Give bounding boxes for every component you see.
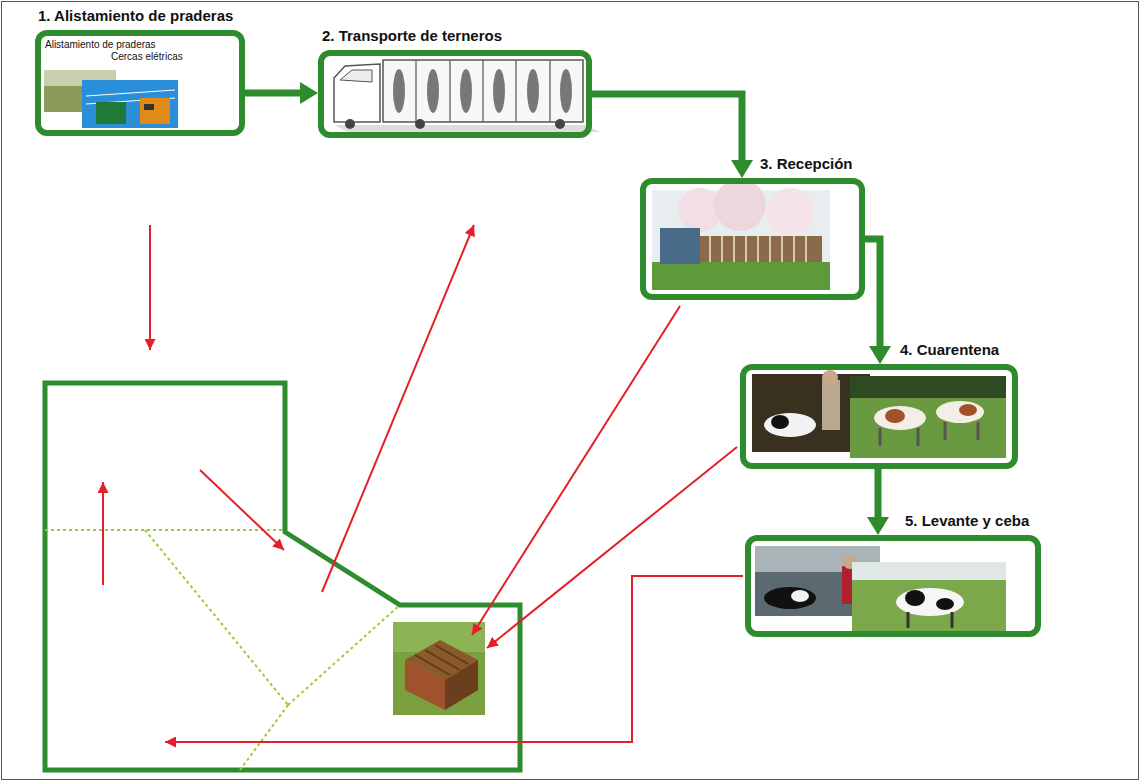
fattening-photos-part	[896, 588, 964, 616]
quarantine-photos-part	[959, 404, 977, 416]
arrow-head	[867, 517, 889, 535]
reception-photo-part	[714, 179, 766, 231]
flow-arrow	[245, 82, 318, 104]
quarantine-photos-part	[874, 406, 926, 430]
arrow-head	[869, 346, 891, 364]
farm-plan-part	[45, 383, 520, 770]
step-title: 2. Transporte de terneros	[322, 27, 502, 45]
red-arrows-part	[102, 482, 104, 585]
arrow-line	[875, 469, 882, 518]
fattening-photos-part	[936, 598, 954, 610]
cattle-truck-sketch-part-part	[527, 69, 539, 113]
flow-arrow	[592, 94, 753, 178]
process-box: 4. Cuarentena	[740, 364, 1018, 469]
flow-arrow	[865, 239, 891, 364]
electric-fence-picture	[82, 80, 178, 128]
box-text: Cercas elétricas	[41, 51, 239, 63]
quarantine-photos-part	[822, 380, 840, 430]
quarantine-photos	[752, 370, 1006, 458]
process-box: 1. Alistamiento de praderasAlistamiento …	[35, 30, 245, 136]
process-box: 2. Transporte de terneros	[318, 50, 592, 138]
cattle-truck-sketch-part	[383, 60, 583, 122]
cattle-truck-sketch-part	[415, 119, 425, 129]
electric-fence-picture-part	[144, 104, 154, 110]
cattle-truck-sketch-part	[340, 70, 372, 82]
reception-photo-part	[710, 236, 806, 262]
fattening-photos-part	[908, 612, 952, 628]
quarantine-photos-part	[936, 401, 984, 423]
quarantine-photos-part	[822, 370, 838, 386]
step-title: 5. Levante y ceba	[905, 512, 1029, 530]
cattle-truck-sketch-part	[393, 69, 572, 113]
quarantine-photos-part	[764, 413, 816, 437]
fattening-photos-part	[791, 590, 809, 602]
reception-photo-part	[660, 228, 700, 264]
barn-picture-part	[393, 622, 485, 715]
cattle-truck-sketch	[334, 60, 600, 132]
arrow-head	[300, 82, 318, 104]
farm-plan-part	[45, 530, 400, 770]
cattle-truck-sketch-part-part	[393, 69, 405, 113]
cattle-truck-sketch-part	[416, 60, 550, 122]
red-arrows-part	[200, 470, 284, 550]
red-arrows-part	[487, 447, 737, 648]
farm-plan	[45, 383, 520, 770]
fattening-photos-part	[905, 590, 925, 606]
step-title: 4. Cuarentena	[900, 341, 999, 359]
cattle-truck-sketch-part-part	[560, 69, 572, 113]
cattle-truck-sketch-part	[555, 119, 565, 129]
quarantine-photos-part	[771, 415, 789, 429]
fattening-photos-part	[852, 562, 1006, 580]
box-text: Alistamiento de praderas	[41, 36, 239, 51]
reception-photo-part	[700, 236, 822, 262]
arrow-line	[245, 90, 301, 97]
flow-arrow	[867, 469, 889, 535]
cattle-truck-sketch-part	[345, 119, 355, 129]
step-title: 3. Recepción	[760, 155, 853, 173]
fattening-photos-part	[764, 587, 816, 609]
step-title: 1. Alistamiento de praderas	[38, 7, 233, 25]
arrow-line	[592, 94, 742, 161]
quarantine-photos-part	[885, 409, 905, 423]
barn-picture-part	[405, 660, 445, 710]
quarantine-photos-part	[850, 376, 1006, 458]
reception-photo-part	[652, 262, 830, 290]
arrow-head	[731, 160, 753, 178]
red-arrows-part	[472, 306, 680, 635]
cattle-truck-sketch-part	[334, 64, 380, 122]
cattle-truck-sketch-part-part	[460, 69, 472, 113]
red-arrows-part	[165, 576, 743, 742]
fattening-photos	[755, 546, 1006, 632]
quarantine-photos-part	[880, 422, 978, 446]
electric-fence-picture-part	[82, 80, 178, 128]
reception-photo	[652, 179, 830, 290]
red-arrows	[103, 225, 743, 742]
red-arrows-part	[322, 225, 474, 592]
red-arrows-part	[149, 225, 151, 350]
fattening-photos-part	[852, 562, 1006, 632]
barn-picture-part	[415, 645, 468, 675]
electric-fence-picture-part	[96, 102, 126, 124]
process-box: 5. Levante y ceba	[745, 535, 1041, 637]
process-box: 3. Recepción	[640, 178, 865, 300]
quarantine-photos-part	[850, 376, 1006, 398]
cattle-truck-sketch-part-part	[493, 69, 505, 113]
arrow-line	[865, 239, 880, 347]
cattle-truck-sketch-part-part	[427, 69, 439, 113]
reception-photo-part	[766, 188, 814, 236]
electric-fence-picture-part	[140, 98, 170, 124]
barn-picture	[393, 622, 485, 715]
barn-picture-part	[445, 660, 478, 710]
